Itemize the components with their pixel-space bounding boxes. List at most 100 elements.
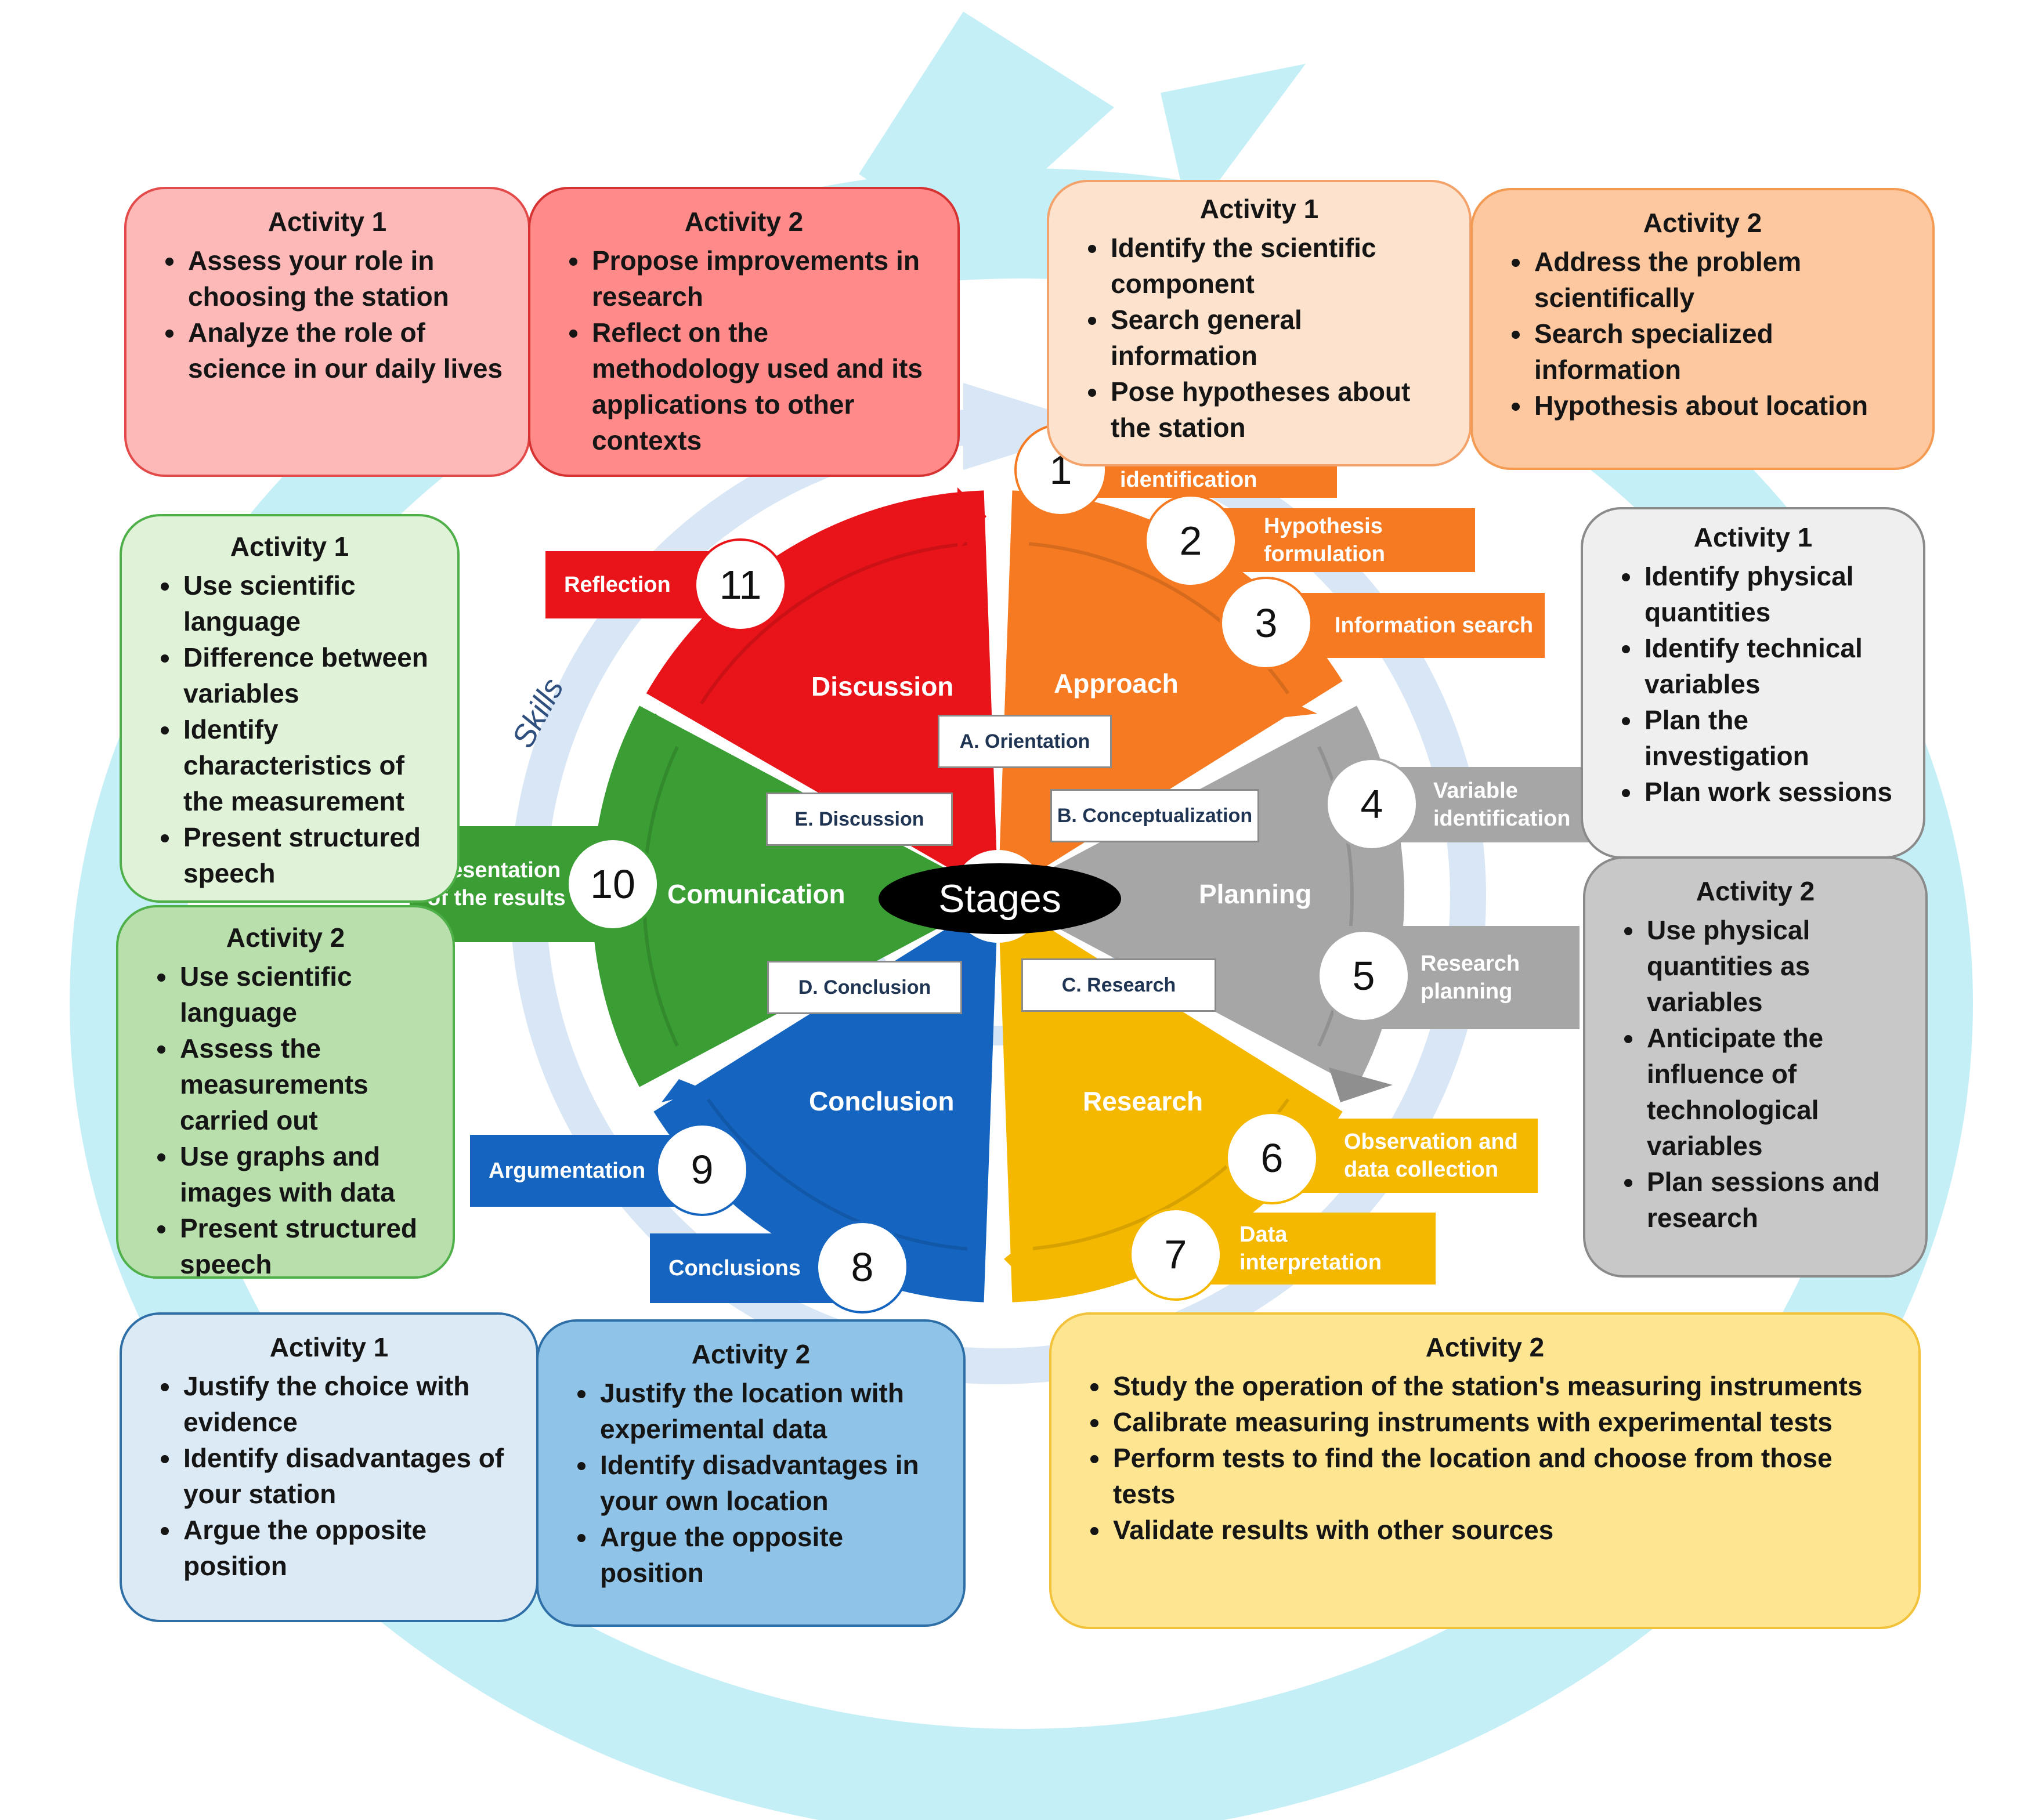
step-number-4: 4 bbox=[1325, 758, 1418, 851]
stage-box-conceptualization: B. Conceptualization bbox=[1050, 789, 1259, 842]
activity-item: Identify characteristics of the measurem… bbox=[181, 711, 438, 819]
activity-card-approach-1: Activity 1Identify the scientific compon… bbox=[1047, 180, 1472, 466]
step-badge-data-interpretation: Data interpretation bbox=[1195, 1213, 1436, 1285]
activity-list: Use scientific languageDifference betwee… bbox=[142, 567, 438, 891]
activity-card-discussion-2: Activity 2 Propose improvements in resear… bbox=[528, 187, 960, 477]
activity-title: Activity 1 bbox=[1693, 522, 1813, 552]
activity-item: Reflect on the methodology used and its … bbox=[590, 314, 938, 458]
activity-item: Assess the measurements carried out bbox=[178, 1030, 433, 1138]
skills-ring-arrowhead bbox=[963, 383, 1103, 470]
activity-card-conclusion-2: Activity 2 Justify the location with expe… bbox=[536, 1319, 966, 1627]
activity-title: Activity 1 bbox=[230, 531, 349, 562]
activity-list: Identify physical quantitiesIdentify tec… bbox=[1603, 558, 1903, 810]
wheel-segment-planning bbox=[1039, 705, 1404, 1087]
step-badge-variable-identification: Variable identification bbox=[1398, 767, 1596, 842]
activity-item: Perform tests to find the location and c… bbox=[1111, 1440, 1899, 1512]
segment-label-research: Research bbox=[1083, 1086, 1203, 1116]
activity-item: Identify physical quantities bbox=[1642, 558, 1903, 630]
stage-box-research: C. Research bbox=[1021, 958, 1216, 1012]
comunication-arrowhead bbox=[627, 714, 679, 737]
segment-label-discussion: Discussion bbox=[811, 671, 954, 701]
planning-arrowhead bbox=[1329, 1068, 1393, 1102]
stage-box-conclusion: D. Conclusion bbox=[767, 961, 962, 1014]
segment-label-approach: Approach bbox=[1054, 668, 1179, 699]
activity-item: Plan the investigation bbox=[1642, 702, 1903, 774]
step-badge-information-search: Information search bbox=[1294, 593, 1545, 658]
activity-item: Anticipate the influence of technologica… bbox=[1645, 1020, 1906, 1164]
step-number-3: 3 bbox=[1220, 577, 1313, 670]
activity-list: Propose improvements in researchReflect … bbox=[550, 243, 938, 458]
activity-card-comunication-1: Activity 1 Use scientific languageDiffere… bbox=[120, 514, 460, 903]
activity-title: Activity 1 bbox=[268, 207, 387, 237]
activity-title: Activity 2 bbox=[684, 207, 804, 237]
step-number-5: 5 bbox=[1317, 929, 1410, 1022]
step-number-6: 6 bbox=[1226, 1112, 1318, 1204]
activity-item: Validate results with other sources bbox=[1111, 1512, 1899, 1548]
segment-label-planning: Planning bbox=[1199, 879, 1312, 909]
activity-card-research-2: Activity 2 Study the operation of the sta… bbox=[1049, 1312, 1921, 1629]
activity-list: Study the operation of the station's mea… bbox=[1071, 1368, 1899, 1548]
activity-item: Analyze the role of science in our daily… bbox=[186, 314, 508, 386]
activity-title: Activity 2 bbox=[1643, 208, 1762, 238]
activity-item: Study the operation of the station's mea… bbox=[1111, 1368, 1899, 1404]
stage-box-discussion: E. Discussion bbox=[766, 793, 953, 846]
activity-list: Use physical quantities as variablesAnti… bbox=[1605, 912, 1906, 1236]
activity-card-planning-1: Activity 1 Identify physical quantitiesId… bbox=[1581, 507, 1925, 859]
approach-arrowhead bbox=[1242, 679, 1317, 719]
activity-item: Argue the opposite position bbox=[181, 1512, 516, 1584]
activity-item: Plan work sessions bbox=[1642, 774, 1903, 810]
step-number-11: 11 bbox=[694, 538, 787, 631]
wheel-segment-arc-conclusion bbox=[706, 1098, 968, 1251]
activity-list: Address the problem scientificallySearch… bbox=[1492, 244, 1913, 424]
activity-title: Activity 1 bbox=[269, 1332, 389, 1362]
activity-title: Activity 2 bbox=[1425, 1332, 1545, 1362]
activity-item: Search general information bbox=[1108, 302, 1450, 374]
activity-item: Propose improvements in research bbox=[590, 243, 938, 314]
activity-item: Argue the opposite position bbox=[598, 1519, 944, 1591]
discussion-arrowhead bbox=[957, 487, 986, 551]
activity-item: Identify disadvantages of your station bbox=[181, 1440, 516, 1512]
activity-item: Identify disadvantages in your own locat… bbox=[598, 1447, 944, 1519]
step-badge-hypothesis-formulation: Hypothesis formulation bbox=[1223, 508, 1475, 572]
activity-item: Difference between variables bbox=[181, 639, 438, 711]
activity-item: Identify the scientific component bbox=[1108, 230, 1450, 302]
activity-item: Pose hypotheses about the station bbox=[1108, 374, 1450, 446]
activity-card-discussion-1: Activity 1 Assess your role in choosing t… bbox=[124, 187, 530, 477]
wheel-segment-comunication bbox=[591, 705, 957, 1087]
activity-item: Present structured speech bbox=[178, 1210, 433, 1276]
activity-item: Present structured speech bbox=[181, 819, 438, 891]
activity-item: Hypothesis about location bbox=[1532, 388, 1913, 424]
activity-item: Identify technical variables bbox=[1642, 630, 1903, 702]
wheel-segment-research bbox=[999, 921, 1343, 1302]
segment-label-comunication: Comunication bbox=[667, 879, 845, 909]
activity-list: Identify the scientific componentSearch … bbox=[1069, 230, 1450, 446]
segment-label-conclusion: Conclusion bbox=[809, 1086, 955, 1116]
conclusion-arrowhead bbox=[662, 1079, 708, 1102]
step-number-8: 8 bbox=[816, 1221, 909, 1314]
activity-list: Assess your role in choosing the station… bbox=[146, 243, 508, 386]
activity-item: Justify the location with experimental d… bbox=[598, 1375, 944, 1447]
activity-item: Use scientific language bbox=[181, 567, 438, 639]
activity-title: Activity 2 bbox=[691, 1339, 811, 1369]
activity-list: Justify the location with experimental d… bbox=[558, 1375, 944, 1591]
activity-title: Activity 2 bbox=[226, 922, 345, 953]
step-badge-observation: Observation and data collection bbox=[1300, 1119, 1538, 1193]
step-number-10: 10 bbox=[566, 838, 659, 931]
activity-item: Use scientific language bbox=[178, 958, 433, 1030]
wheel-segment-conclusion bbox=[653, 921, 997, 1302]
research-arrowhead bbox=[1004, 1236, 1033, 1288]
step-number-2: 2 bbox=[1144, 494, 1237, 587]
activity-item: Plan sessions and research bbox=[1645, 1164, 1906, 1236]
activity-item: Use physical quantities as variables bbox=[1645, 912, 1906, 1020]
wheel-segment-arc-discussion bbox=[699, 542, 968, 705]
stages-center-label: Stages bbox=[879, 863, 1121, 934]
outer-cycle-arrowhead-left bbox=[859, 12, 1114, 244]
wheel-segment-discussion bbox=[646, 490, 997, 873]
activity-item: Address the problem scientifically bbox=[1532, 244, 1913, 316]
step-number-9: 9 bbox=[656, 1123, 749, 1216]
activity-card-conclusion-1: Activity 1 Justify the choice with eviden… bbox=[120, 1312, 538, 1622]
activity-item: Justify the choice with evidence bbox=[181, 1368, 516, 1440]
stage-box-orientation: A. Orientation bbox=[938, 715, 1112, 768]
activity-item: Assess your role in choosing the station bbox=[186, 243, 508, 314]
activity-item: Use graphs and images with data bbox=[178, 1138, 433, 1210]
